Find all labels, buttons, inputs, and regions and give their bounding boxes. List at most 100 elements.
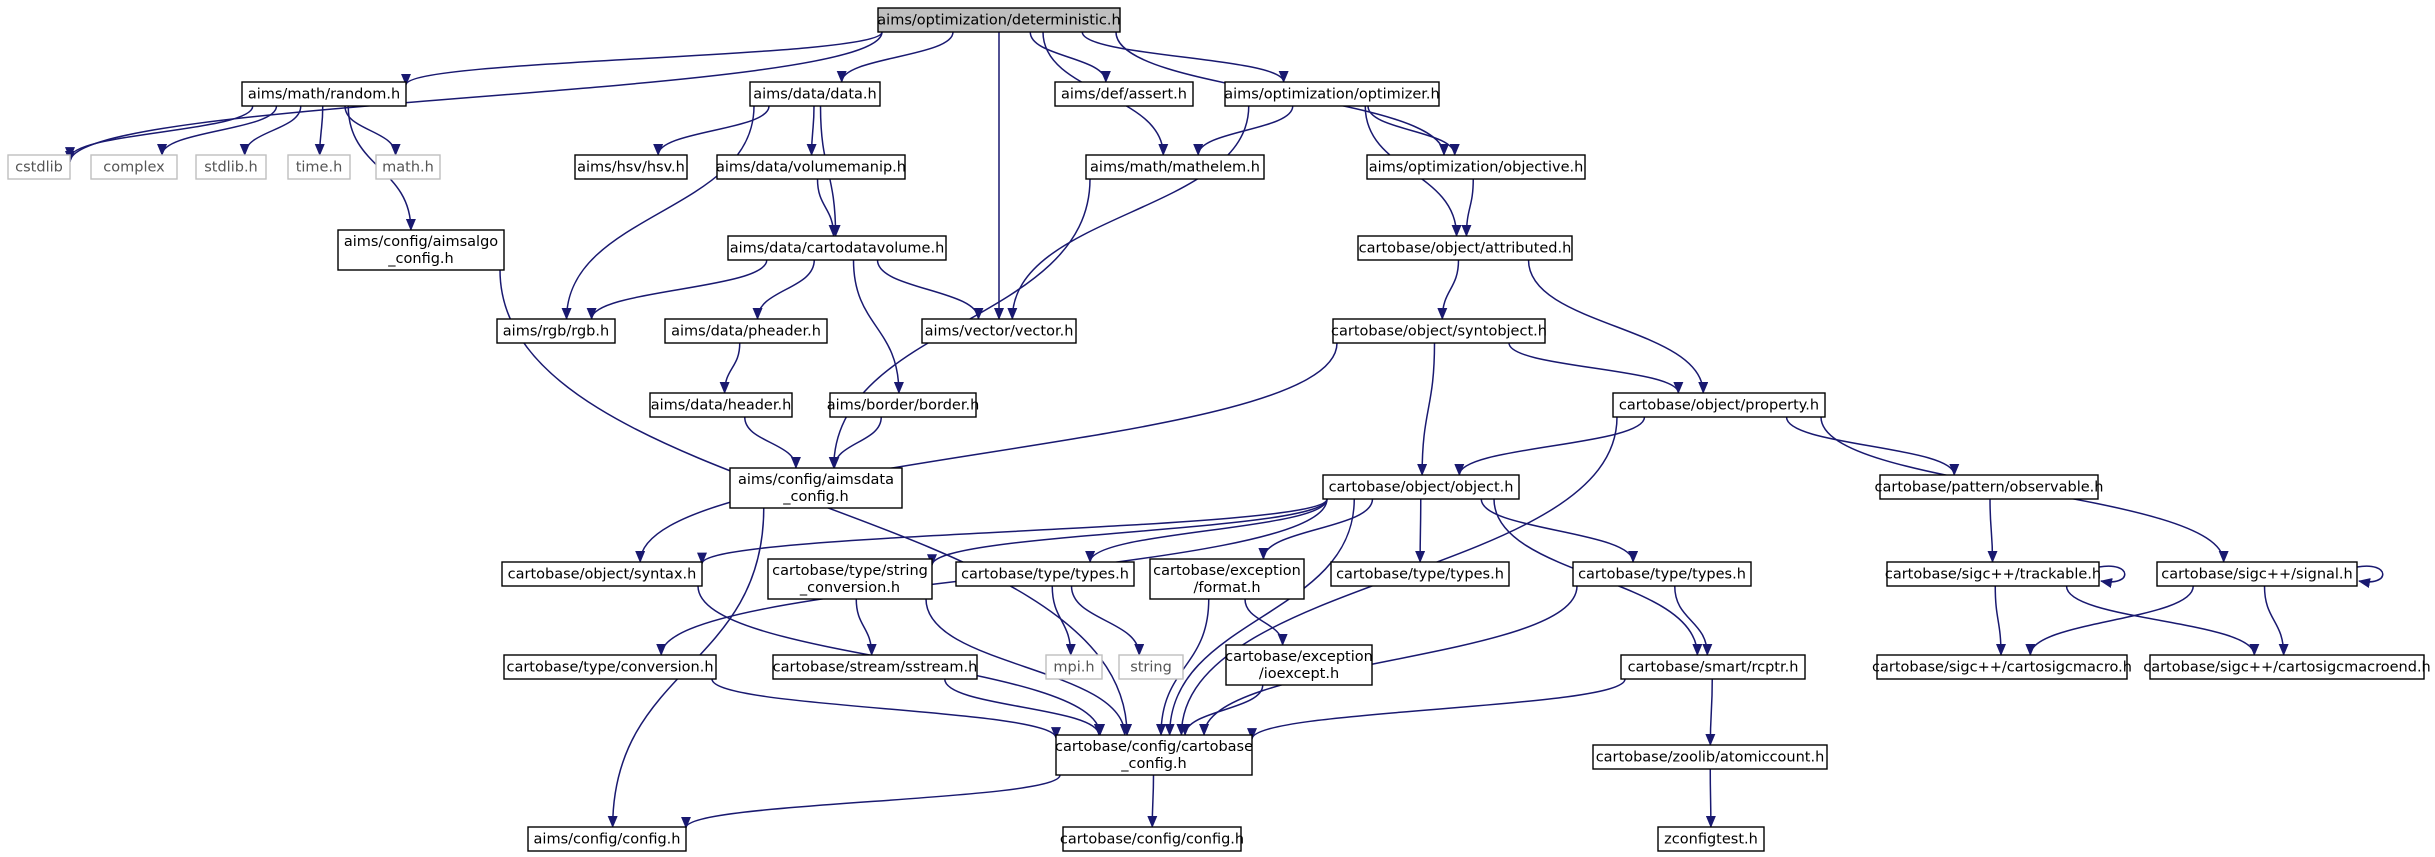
node-cartosigcmacroend[interactable]: cartobase/sigc++/cartosigcmacroend.h — [2143, 654, 2431, 680]
node-label: zconfigtest.h — [1664, 832, 1758, 848]
node-atomiccount[interactable]: cartobase/zoolib/atomiccount.h — [1592, 744, 1828, 770]
node-label: string — [1130, 660, 1172, 676]
edge-data-to-rgb — [561, 105, 755, 320]
node-vector[interactable]: aims/vector/vector.h — [921, 318, 1077, 344]
node-hsv[interactable]: aims/hsv/hsv.h — [574, 154, 688, 180]
node-observable[interactable]: cartobase/pattern/observable.h — [1875, 474, 2104, 500]
node-cartobaseconfig[interactable]: cartobase/config/cartobase_config.h — [1055, 734, 1253, 776]
node-label: cartobase/type/string — [772, 563, 928, 579]
edge-optimizer-to-objective — [1367, 105, 1460, 156]
edge-ioexcept-to-cartobaseconfig — [1180, 684, 1264, 736]
node-box — [772, 654, 978, 680]
node-types3[interactable]: cartobase/type/types.h — [1572, 561, 1752, 587]
node-label: cartobase/config/cartobase — [1055, 739, 1253, 755]
node-aimsconfig[interactable]: aims/config/config.h — [527, 826, 687, 852]
edge-object-to-types1 — [1085, 498, 1328, 563]
node-types1[interactable]: cartobase/type/types.h — [955, 561, 1135, 587]
node-box — [1366, 154, 1586, 180]
node-aimsalgo[interactable]: aims/config/aimsalgo_config.h — [337, 229, 505, 271]
node-box — [1657, 826, 1765, 852]
node-label: cartobase/object/syntobject.h — [1331, 324, 1547, 340]
edge-cartodatavolume-to-vector — [876, 259, 984, 320]
node-cartodatavolume[interactable]: aims/data/cartodatavolume.h — [727, 235, 947, 261]
node-cstdlib[interactable]: cstdlib — [7, 154, 71, 180]
edge-rcptr-to-atomiccount — [1705, 678, 1716, 746]
node-label: aims/data/header.h — [651, 398, 792, 414]
node-box — [921, 318, 1077, 344]
node-cartosigcmacro[interactable]: cartobase/sigc++/cartosigcmacro.h — [1872, 654, 2132, 680]
node-ioexcept[interactable]: cartobase/exception/ioexcept.h — [1225, 644, 1373, 686]
node-mpi[interactable]: mpi.h — [1045, 654, 1103, 680]
node-time[interactable]: time.h — [287, 154, 351, 180]
edge-trackable-to-trackable — [2098, 565, 2126, 588]
edge-attributed-to-syntobject — [1437, 259, 1460, 320]
node-data[interactable]: aims/data/data.h — [749, 81, 881, 107]
node-random[interactable]: aims/math/random.h — [241, 81, 407, 107]
node-border[interactable]: aims/border/border.h — [827, 392, 980, 418]
node-cartoconfig[interactable]: cartobase/config/config.h — [1060, 826, 1244, 852]
node-conversion[interactable]: cartobase/type/conversion.h — [503, 654, 717, 680]
node-label: _conversion.h — [799, 580, 900, 596]
node-object[interactable]: cartobase/object/object.h — [1322, 474, 1520, 500]
node-syntax[interactable]: cartobase/object/syntax.h — [501, 561, 703, 587]
node-mathelem[interactable]: aims/math/mathelem.h — [1085, 154, 1265, 180]
node-label: cartobase/type/conversion.h — [506, 660, 713, 676]
node-rcptr[interactable]: cartobase/smart/rcptr.h — [1620, 654, 1806, 680]
node-label: aims/config/aimsdata — [738, 472, 894, 488]
node-label: cartobase/type/types.h — [1578, 567, 1746, 583]
node-types2[interactable]: cartobase/type/types.h — [1330, 561, 1510, 587]
node-label: aims/optimization/optimizer.h — [1224, 87, 1439, 103]
node-box — [375, 154, 441, 180]
node-objective[interactable]: aims/optimization/objective.h — [1366, 154, 1586, 180]
node-complex[interactable]: complex — [90, 154, 178, 180]
node-box — [1357, 235, 1573, 261]
node-stringconv[interactable]: cartobase/type/string_conversion.h — [767, 558, 933, 600]
edge-format-to-cartobaseconfig — [1156, 598, 1210, 736]
node-trackable[interactable]: cartobase/sigc++/trackable.h — [1885, 561, 2101, 587]
edge-attributed-to-property — [1527, 259, 1709, 394]
node-volumemanip[interactable]: aims/data/volumemanip.h — [716, 154, 906, 180]
node-label: aims/rgb/rgb.h — [503, 324, 609, 340]
node-box — [664, 318, 828, 344]
node-box — [1879, 474, 2099, 500]
node-label: aims/config/config.h — [534, 832, 681, 848]
node-math[interactable]: math.h — [375, 154, 441, 180]
node-label: aims/math/mathelem.h — [1090, 160, 1260, 176]
edge-signal-to-signal — [2356, 565, 2384, 588]
edge-header-to-aimsdata — [744, 416, 801, 469]
node-header[interactable]: aims/data/header.h — [649, 392, 793, 418]
node-label: cartobase/smart/rcptr.h — [1628, 660, 1799, 676]
node-label: aims/math/random.h — [248, 87, 400, 103]
node-label: cartobase/sigc++/cartosigcmacroend.h — [2143, 660, 2431, 676]
node-label: cartobase/object/syntax.h — [508, 567, 697, 583]
node-root[interactable]: aims/optimization/deterministic.h — [877, 7, 1121, 33]
edge-types1-to-string — [1070, 585, 1145, 656]
node-optimizer[interactable]: aims/optimization/optimizer.h — [1224, 81, 1440, 107]
node-aimsdata[interactable]: aims/config/aimsdata_config.h — [729, 467, 903, 509]
edge-optimizer-to-mathelem — [1193, 105, 1294, 156]
node-pheader[interactable]: aims/data/pheader.h — [664, 318, 828, 344]
node-property[interactable]: cartobase/object/property.h — [1612, 392, 1826, 418]
node-attributed[interactable]: cartobase/object/attributed.h — [1357, 235, 1573, 261]
node-format[interactable]: cartobase/exception/format.h — [1149, 558, 1305, 600]
node-label: aims/hsv/hsv.h — [577, 160, 685, 176]
edge-cartobaseconfig-to-aimsconfig — [681, 774, 1061, 829]
edge-cartodatavolume-to-border — [852, 259, 904, 394]
node-label: aims/data/volumemanip.h — [716, 160, 906, 176]
node-box — [1592, 744, 1828, 770]
node-zconfigtest[interactable]: zconfigtest.h — [1657, 826, 1765, 852]
node-syntobject[interactable]: cartobase/object/syntobject.h — [1331, 318, 1547, 344]
edge-cartodatavolume-to-pheader — [752, 259, 815, 320]
edge-object-to-stringconv — [927, 498, 1328, 567]
node-stdlib[interactable]: stdlib.h — [195, 154, 267, 180]
node-box — [1886, 561, 2100, 587]
node-string[interactable]: string — [1118, 654, 1184, 680]
node-signal[interactable]: cartobase/sigc++/signal.h — [2156, 561, 2358, 587]
node-label: aims/data/data.h — [753, 87, 876, 103]
node-rgb[interactable]: aims/rgb/rgb.h — [496, 318, 616, 344]
node-assert[interactable]: aims/def/assert.h — [1054, 81, 1194, 107]
node-box — [1332, 318, 1546, 344]
edge-syntobject-to-object — [1417, 342, 1436, 476]
edge-random-to-complex — [157, 105, 278, 156]
node-sstream[interactable]: cartobase/stream/sstream.h — [772, 654, 978, 680]
